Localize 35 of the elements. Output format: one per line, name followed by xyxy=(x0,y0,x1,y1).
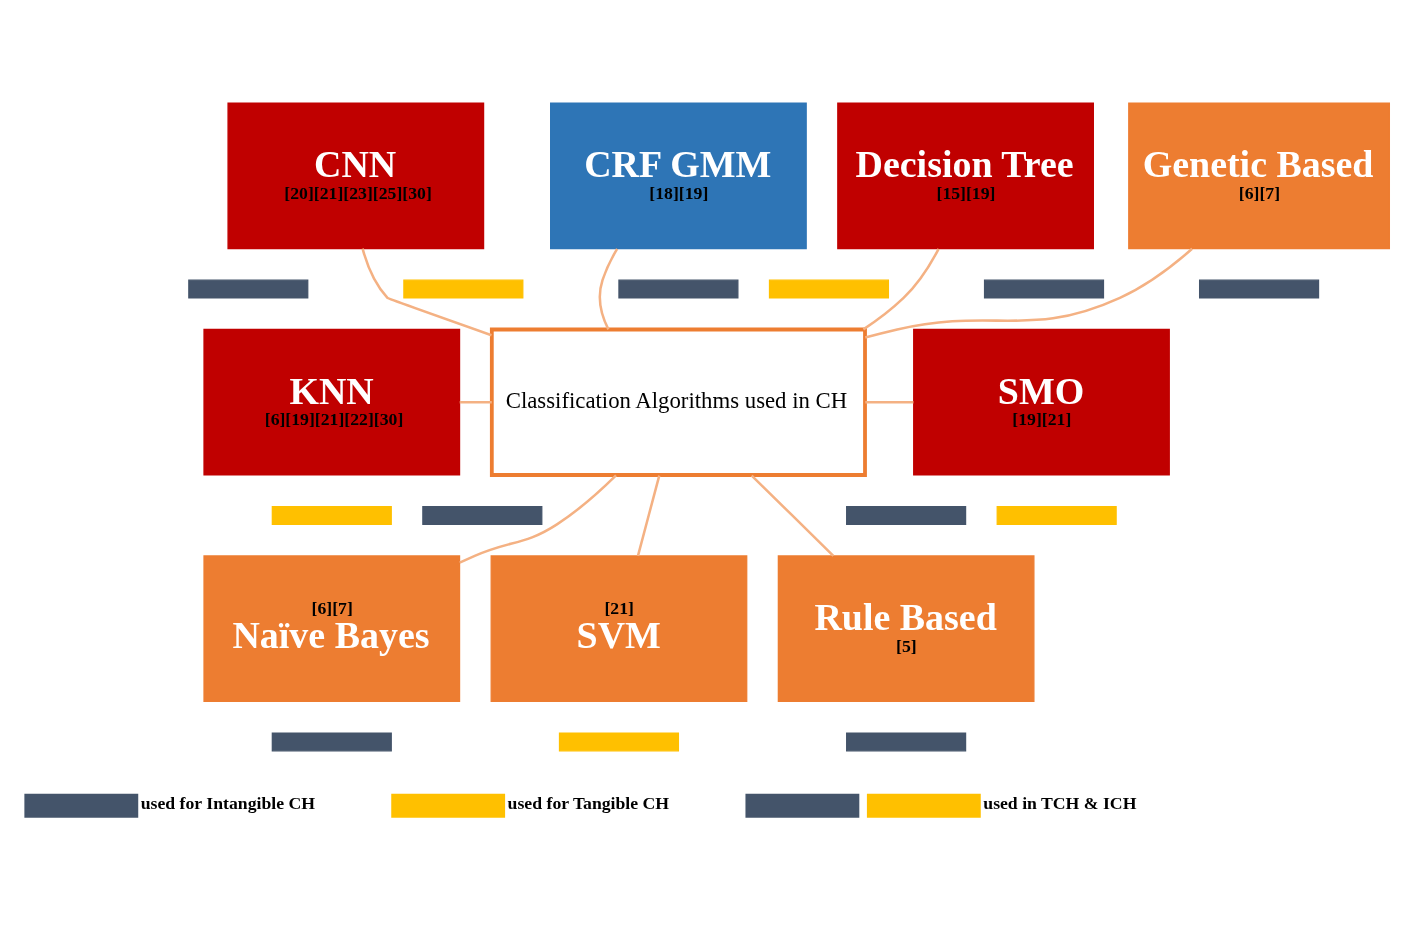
connector xyxy=(750,474,835,557)
node-bar xyxy=(403,279,524,298)
node-bar xyxy=(846,731,967,751)
node-box: SMO [19][21] xyxy=(913,328,1170,476)
connector xyxy=(864,247,1193,339)
node-bar xyxy=(618,279,739,298)
connector xyxy=(459,400,492,403)
connector xyxy=(361,247,492,336)
connector xyxy=(865,400,914,403)
node-bar xyxy=(768,279,890,298)
node-box: Decision Tree [15][19] xyxy=(837,101,1094,249)
node-box: Rule Based [5] xyxy=(777,554,1035,702)
node-bar xyxy=(422,505,543,525)
node-bar xyxy=(271,731,392,751)
connector xyxy=(459,474,617,564)
node-box: KNN [6][19][21][22][30] xyxy=(203,328,461,476)
node-box: [6][7] Naïve Bayes xyxy=(203,554,461,702)
node-bar xyxy=(996,505,1117,525)
node-bar xyxy=(1199,279,1320,298)
node-box: Classification Algorithms used in CH xyxy=(489,327,867,477)
connector xyxy=(862,247,940,330)
legend-label: used in TCH & ICH xyxy=(983,792,1137,813)
node-bar xyxy=(558,731,680,751)
node-box: Genetic Based [6][7] xyxy=(1128,101,1390,249)
connector xyxy=(636,474,661,556)
node-bar xyxy=(271,505,392,525)
connector xyxy=(598,247,619,330)
node-box: CRF GMM [18][19] xyxy=(550,101,807,249)
legend-label: used for Intangible CH xyxy=(140,792,316,813)
node-bar xyxy=(188,279,309,298)
node-bar xyxy=(846,505,967,525)
legend-label: used for Tangible CH xyxy=(507,792,670,813)
node-box: CNN [20][21][23][25][30] xyxy=(227,101,485,249)
node-box: [21] SVM xyxy=(490,554,748,702)
node-bar xyxy=(983,279,1105,298)
